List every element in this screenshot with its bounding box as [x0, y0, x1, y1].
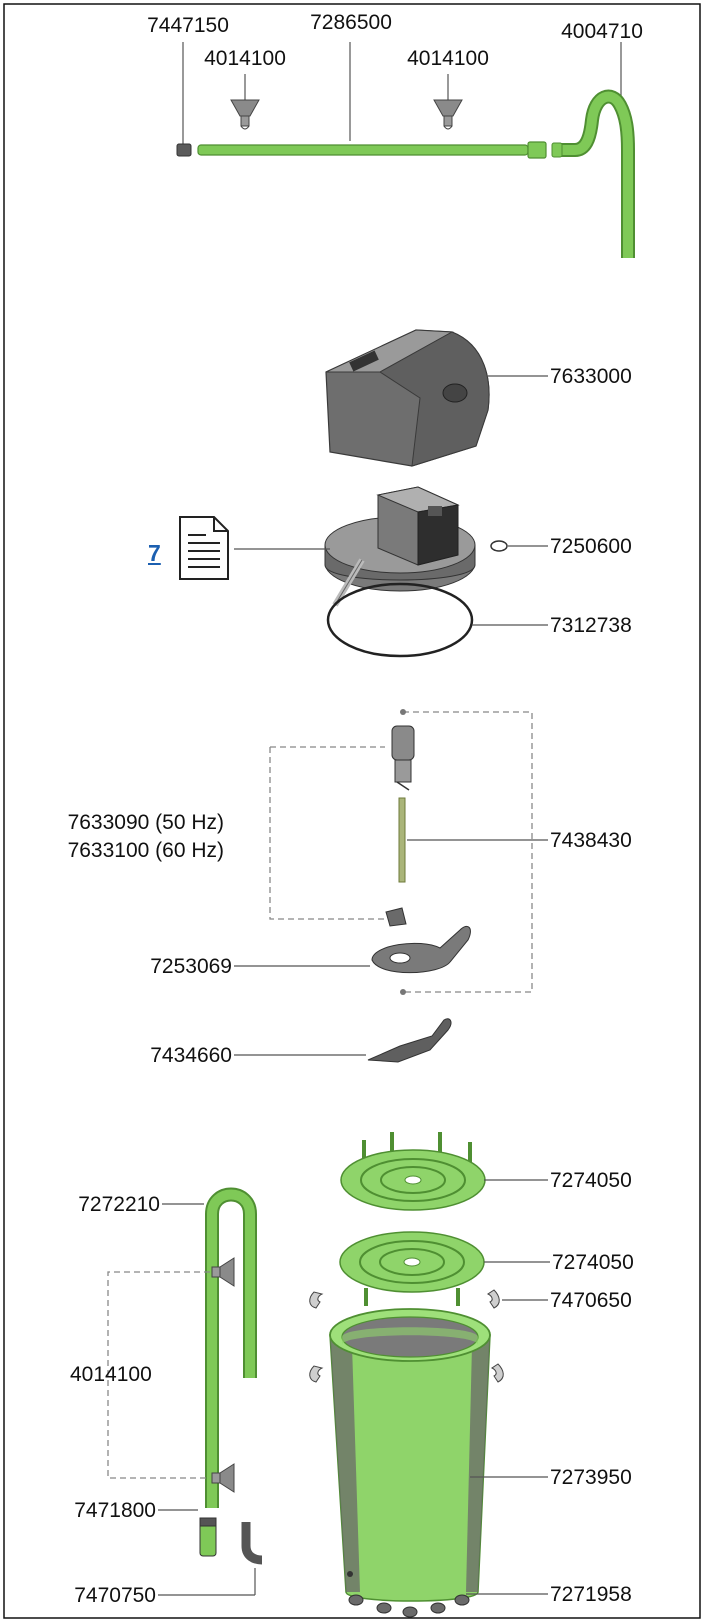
- impeller: [391, 725, 415, 761]
- intake-strainer: [199, 1521, 217, 1557]
- clip-lever: [367, 1018, 452, 1063]
- suction-cup-right: [433, 99, 463, 130]
- part-label-impeller-60hz: 7633100 (60 Hz): [67, 839, 224, 862]
- impeller-shaft: [398, 797, 406, 883]
- small-o-ring: [490, 540, 508, 552]
- part-label-shaft-holder: 7253069: [150, 955, 232, 978]
- locking-clips: [309, 1289, 504, 1383]
- part-label-sealing-ring: 7312738: [550, 614, 632, 637]
- top-grid: [340, 1132, 486, 1211]
- pump-cover: [325, 329, 548, 467]
- canister-assembly: [107, 1132, 550, 1618]
- intake-pipe: [205, 1187, 257, 1508]
- part-label-intake-cups: 4014100: [70, 1363, 152, 1386]
- suction-cup-left: [230, 99, 260, 130]
- sealing-ring: [326, 582, 474, 658]
- shaft-holder: [371, 925, 471, 974]
- part-label-suction-cup-a: 4014100: [204, 47, 286, 70]
- part-label-lower-grid: 7274050: [552, 1251, 634, 1274]
- part-label-intake-strainer: 7471800: [74, 1499, 156, 1522]
- intake-elbow: [241, 1522, 263, 1565]
- intake-suction-cup-top: [211, 1257, 235, 1287]
- spray-bar-assembly: [176, 42, 635, 258]
- lower-grid: [339, 1231, 485, 1306]
- pump-head: [234, 486, 548, 658]
- doc-reference-link[interactable]: 7: [148, 540, 161, 566]
- diagram-border: [3, 3, 701, 1619]
- part-label-outlet-elbow: 4004710: [561, 20, 643, 43]
- part-label-impeller-50hz: 7633090 (50 Hz): [67, 811, 224, 834]
- canister-feet: [348, 1594, 470, 1618]
- canister-body: [329, 1308, 491, 1602]
- part-label-intake-pipe: 7272210: [78, 1193, 160, 1216]
- impeller-assembly: [234, 709, 548, 1063]
- part-label-feet: 7271958: [550, 1583, 632, 1606]
- spray-bar-tube: [197, 144, 529, 156]
- part-label-pump-cover: 7633000: [550, 365, 632, 388]
- part-label-spray-bar: 7286500: [310, 11, 392, 34]
- intake-suction-cup-bottom: [211, 1463, 235, 1493]
- part-label-o-ring-small: 7250600: [550, 535, 632, 558]
- document-icon: [179, 516, 229, 580]
- part-label-clip-lever: 7434660: [150, 1044, 232, 1067]
- part-label-canister: 7273950: [550, 1466, 632, 1489]
- part-label-outlet-cap: 7447150: [147, 14, 229, 37]
- part-label-top-grid: 7274050: [550, 1169, 632, 1192]
- part-label-locking-clips: 7470650: [550, 1289, 632, 1312]
- spray-bar-joint: [527, 141, 547, 159]
- part-label-impeller-shaft: 7438430: [550, 829, 632, 852]
- part-label-suction-cup-b: 4014100: [407, 47, 489, 70]
- outlet-cap: [176, 143, 192, 157]
- part-label-intake-elbow: 7470750: [74, 1584, 156, 1607]
